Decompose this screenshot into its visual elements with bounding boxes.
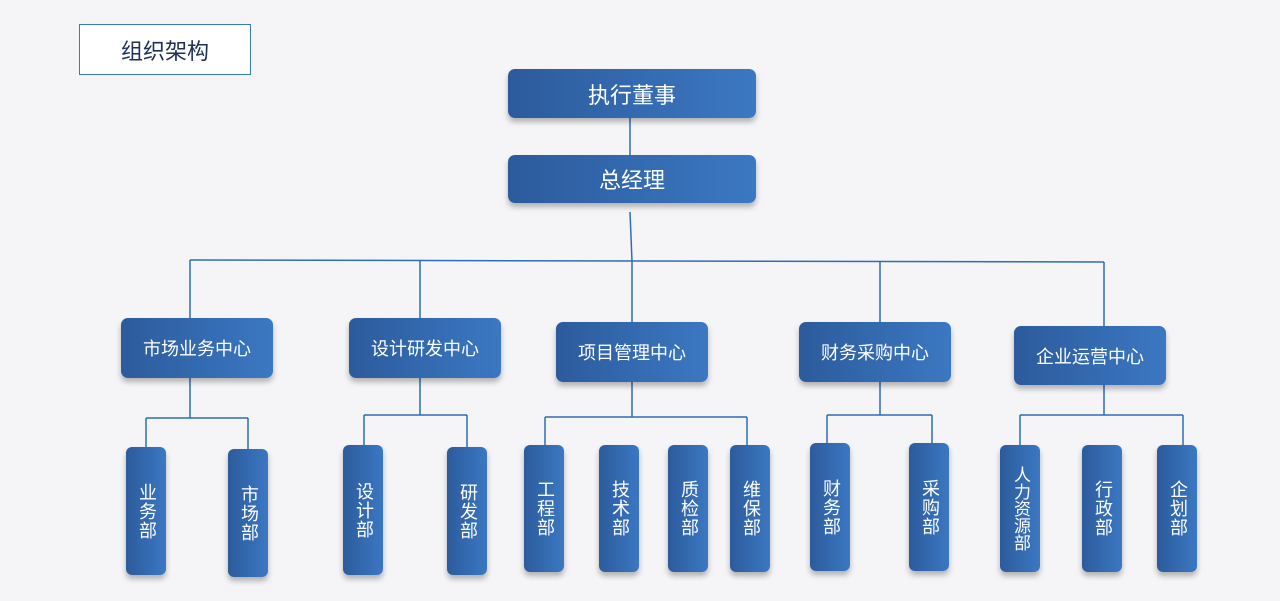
node-dept-hr: 人力资源部 — [1000, 445, 1040, 572]
node-dept-qc: 质检部 — [668, 445, 708, 572]
node-design-center: 设计研发中心 — [349, 318, 501, 378]
node-dept-business: 业务部 — [126, 447, 166, 575]
node-dept-tech: 技术部 — [599, 445, 639, 572]
node-dept-market: 市场部 — [228, 449, 268, 577]
node-executive-director: 执行董事 — [508, 69, 756, 118]
node-dept-admin: 行政部 — [1082, 445, 1122, 572]
node-dept-rnd: 研发部 — [447, 447, 487, 575]
node-project-center: 项目管理中心 — [556, 322, 708, 382]
node-general-manager: 总经理 — [508, 155, 756, 203]
node-finance-center: 财务采购中心 — [799, 322, 951, 382]
node-ops-center: 企业运营中心 — [1014, 326, 1166, 385]
node-dept-design: 设计部 — [343, 445, 383, 575]
node-dept-purchase: 采购部 — [909, 443, 949, 571]
node-dept-finance: 财务部 — [810, 443, 850, 571]
node-dept-maintenance: 维保部 — [730, 445, 770, 572]
node-dept-planning: 企划部 — [1157, 445, 1197, 572]
node-dept-engineering: 工程部 — [524, 445, 564, 572]
page-title: 组织架构 — [79, 24, 251, 75]
node-market-center: 市场业务中心 — [121, 318, 273, 378]
